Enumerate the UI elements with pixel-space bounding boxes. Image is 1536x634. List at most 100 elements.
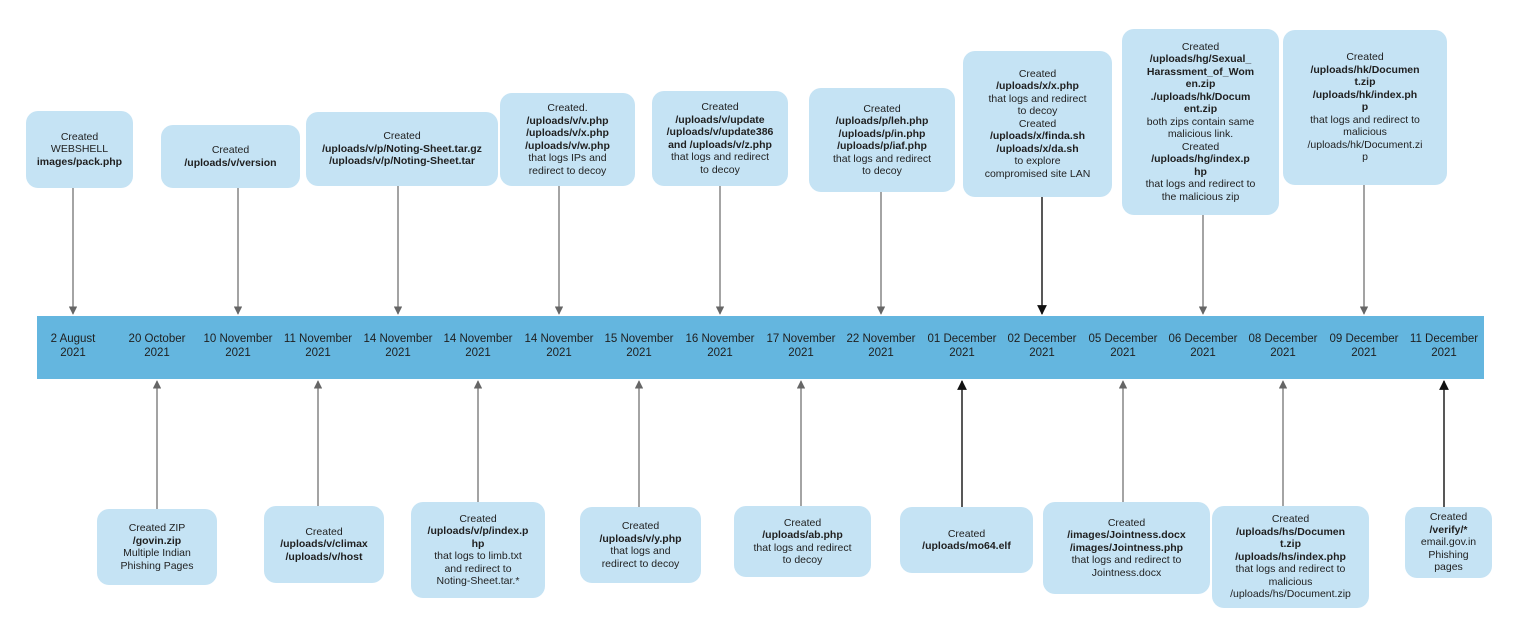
event-text-line: /uploads/v/y.php xyxy=(599,532,682,545)
event-text-line: redirect to decoy xyxy=(528,164,607,177)
event-text-line: to decoy xyxy=(1017,105,1058,118)
event-text-line: ent.zip xyxy=(1183,103,1218,116)
date-label-line: 20 October xyxy=(128,333,186,345)
event-text-line: to decoy xyxy=(862,165,902,177)
event-text-line: /uploads/v/update xyxy=(675,113,765,126)
event-text-line: /uploads/v/update386 xyxy=(666,126,774,138)
event-text-line: /uploads/hg/Sexual_ xyxy=(1149,53,1252,66)
date-label: 11 December 2021 xyxy=(1403,332,1485,360)
date-label-line: 2021 xyxy=(385,347,411,359)
event-text-line: Phishing Pages xyxy=(120,559,194,572)
event-text-line: Created xyxy=(621,520,660,532)
date-label-line: 2 August xyxy=(50,333,96,345)
event-text-line: Created xyxy=(947,527,986,540)
event-text-line: /images/Jointness.php xyxy=(1069,541,1184,554)
event-text-line: Created xyxy=(459,512,497,525)
event-text-line: /uploads/hs/Documen xyxy=(1235,525,1346,538)
event-text-line: /uploads/hs/index.php xyxy=(1235,550,1346,563)
date-label-line: 2021 xyxy=(1431,347,1457,359)
event-text-line: en.zip xyxy=(1185,78,1216,91)
event-text-line: Created xyxy=(1181,140,1220,153)
date-label-line: 10 November xyxy=(203,333,273,345)
date-label-line: 2021 xyxy=(626,347,652,359)
date-label: 05 December 2021 xyxy=(1082,332,1164,360)
event-text-line: /uploads/v/p/Noting-Sheet.tar.gz xyxy=(322,142,482,155)
event-box-top: Created./uploads/v/v.php/uploads/v/x.php… xyxy=(500,93,635,186)
event-box-bottom: Created/uploads/v/climax/uploads/v/host xyxy=(264,506,384,583)
event-text-line: /uploads/x/da.sh xyxy=(996,142,1079,155)
event-text-line: that logs and redirect to xyxy=(1071,554,1182,567)
event-text-line: t.zip xyxy=(1354,76,1376,89)
date-label-line: 11 December xyxy=(1409,333,1479,345)
event-text-line: that logs and xyxy=(610,545,671,557)
date-label-line: 2021 xyxy=(1110,347,1136,359)
event-text-line: pages xyxy=(1434,561,1463,574)
event-text-line: /uploads/hk/index.ph xyxy=(1312,88,1418,101)
event-text-line: that logs and redirect xyxy=(988,92,1087,105)
date-label-line: 14 November xyxy=(443,333,513,345)
timeline-band xyxy=(37,316,1484,379)
event-text-line: Created xyxy=(1271,513,1310,526)
event-text-line: and redirect to xyxy=(444,562,512,575)
event-text-line: that logs to limb.txt xyxy=(434,550,522,562)
date-label-line: 16 November xyxy=(685,333,755,345)
event-text-line: /uploads/v/climax xyxy=(280,538,368,551)
date-label: 20 October 2021 xyxy=(116,332,198,360)
date-label-line: 2021 xyxy=(546,347,572,359)
event-text-line: /uploads/v/host xyxy=(285,550,363,563)
event-text-line: Created xyxy=(1429,511,1468,524)
event-text-line: malicious xyxy=(1343,126,1387,139)
date-label: 10 November 2021 xyxy=(197,332,279,360)
event-text-line: Created xyxy=(1018,67,1057,80)
event-text-line: /uploads/v/p/index.p xyxy=(427,525,529,537)
date-label-line: 14 November xyxy=(524,333,594,345)
event-text-line: /uploads/mo64.elf xyxy=(922,540,1011,552)
date-label-line: 2021 xyxy=(1270,347,1296,359)
event-text-line: /images/Jointness.docx xyxy=(1067,529,1186,542)
date-label-line: 2021 xyxy=(305,347,331,359)
event-text-line: /uploads/p/iaf.php xyxy=(837,140,927,152)
event-text-line: Created xyxy=(211,144,250,156)
event-text-line: /uploads/p/in.php xyxy=(838,127,926,140)
event-box-bottom: Created/images/Jointness.docx/images/Joi… xyxy=(1043,502,1210,594)
event-text-line: malicious xyxy=(1268,575,1313,588)
date-label-line: 2021 xyxy=(465,347,491,359)
event-box-top: Created/uploads/p/leh.php/uploads/p/in.p… xyxy=(809,88,955,192)
event-text-line: that logs and redirect to xyxy=(1235,563,1346,576)
date-label-line: 2021 xyxy=(60,347,86,359)
event-text-line: that logs and redirect xyxy=(670,151,770,163)
date-label-line: 2021 xyxy=(225,347,251,359)
date-label-line: 05 December xyxy=(1088,333,1158,345)
event-text-line: Created. xyxy=(547,102,588,114)
date-label-line: 11 November xyxy=(283,333,353,345)
event-text-line: redirect to decoy xyxy=(601,557,680,570)
event-text-line: /verify/* xyxy=(1429,523,1468,536)
event-box-top: Created/uploads/v/update/uploads/v/updat… xyxy=(652,91,788,186)
event-text-line: that logs and redirect xyxy=(753,541,852,554)
event-text-line: Created xyxy=(383,130,421,143)
event-text-line: /govin.zip xyxy=(132,534,182,547)
event-text-line: and /uploads/v/z.php xyxy=(668,138,772,151)
event-text-line: the malicious zip xyxy=(1161,190,1240,203)
event-text-line: /uploads/ab.php xyxy=(762,529,843,541)
event-text-line: hp xyxy=(471,537,485,550)
event-text-line: that logs and redirect xyxy=(832,152,932,165)
event-text-line: /uploads/v/p/Noting-Sheet.tar xyxy=(329,155,475,168)
date-label-line: 2021 xyxy=(144,347,170,359)
event-text-line: /uploads/v/w.php xyxy=(525,139,610,152)
date-label-line: 06 December xyxy=(1168,333,1238,345)
event-box-top: Created/uploads/hg/Sexual_Harassment_of_… xyxy=(1122,29,1279,215)
date-label-line: 22 November xyxy=(846,333,916,345)
